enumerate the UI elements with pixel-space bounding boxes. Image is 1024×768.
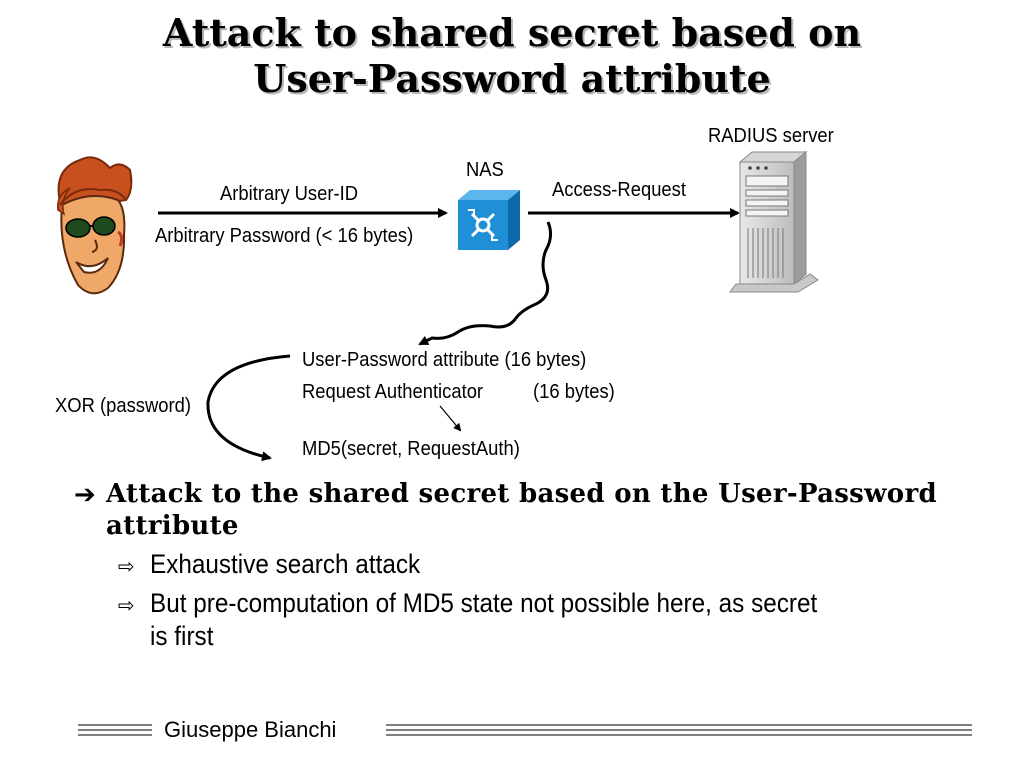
sub-bullet: ⇨ Exhaustive search attack (118, 548, 974, 581)
request-authenticator-size: (16 bytes) (533, 381, 615, 403)
footer-rule-left (78, 724, 152, 736)
xor-label: XOR (password) (55, 395, 191, 417)
slide-title: Attack to shared secret based on User-Pa… (0, 10, 1024, 102)
xor-curve-arrow (206, 354, 291, 462)
bullet-list: ➔ Attack to the shared secret based on t… (74, 478, 974, 653)
password-label: Arbitrary Password (< 16 bytes) (155, 225, 414, 247)
radius-server-icon (729, 150, 819, 293)
radius-server-label: RADIUS server (708, 125, 834, 147)
title-line-2: User-Password attribute (253, 56, 771, 101)
sub-bullet: ⇨ But pre-computation of MD5 state not p… (118, 587, 974, 653)
md5-label: MD5(secret, RequestAuth) (302, 438, 520, 460)
footer-author: Giuseppe Bianchi (164, 717, 337, 742)
request-authenticator-label: Request Authenticator (302, 381, 484, 403)
main-bullet: ➔ Attack to the shared secret based on t… (74, 478, 974, 542)
hollow-arrow-icon: ⇨ (118, 554, 135, 578)
nas-label: NAS (466, 159, 504, 181)
bold-arrow-icon: ➔ (74, 480, 96, 510)
hollow-arrow-icon: ⇨ (118, 593, 135, 617)
sub-bullet-text: Exhaustive search attack (150, 549, 421, 579)
access-request-label: Access-Request (552, 179, 686, 201)
footer-rule-right (386, 724, 972, 736)
title-line-1: Attack to shared secret based on (162, 10, 862, 55)
user-id-label: Arbitrary User-ID (220, 183, 359, 205)
user-avatar-icon (57, 156, 133, 295)
user-password-attr-label: User-Password attribute (16 bytes) (302, 349, 587, 371)
main-bullet-text: Attack to the shared secret based on the… (106, 479, 937, 541)
auth-to-md5-arrow (439, 405, 462, 432)
sub-bullet-text: But pre-computation of MD5 state not pos… (150, 588, 818, 651)
capture-squiggle-arrow (418, 221, 553, 346)
nas-router-icon (458, 190, 520, 250)
